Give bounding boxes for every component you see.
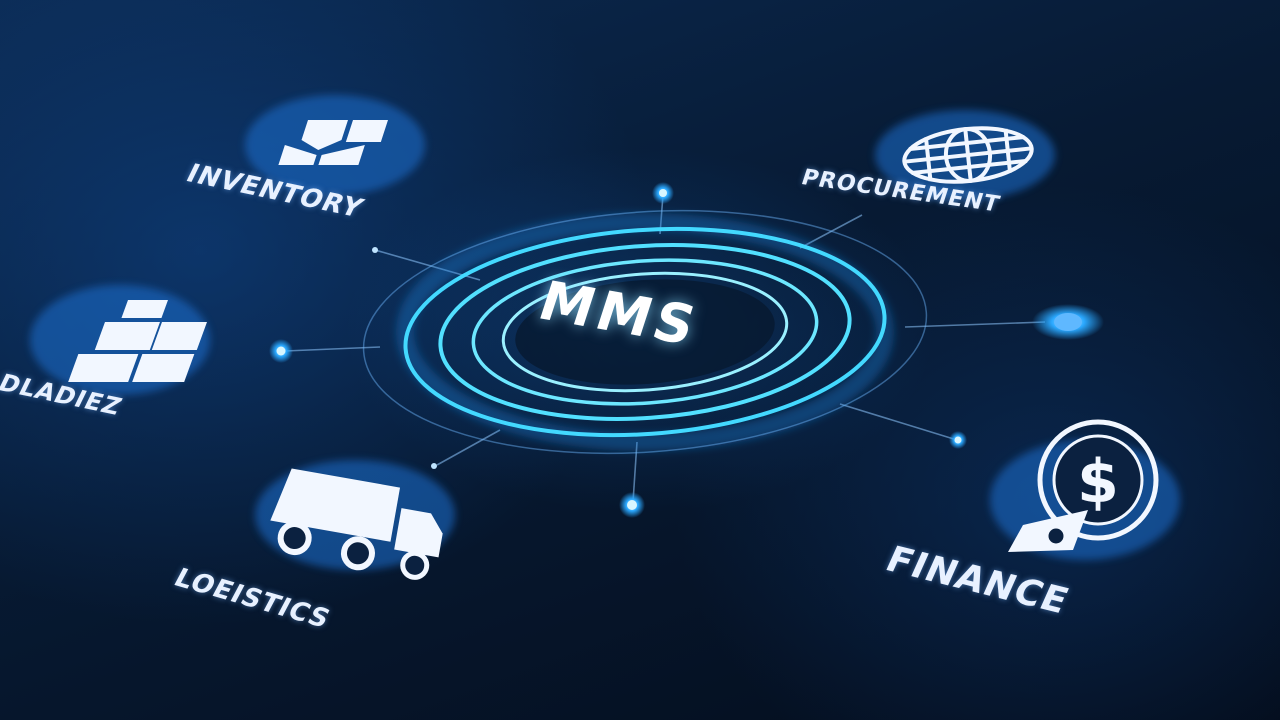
connector-finance	[839, 403, 958, 441]
svg-text:$: $	[1077, 447, 1119, 517]
dollar-bag-icon: $	[1008, 419, 1159, 552]
node-left-core	[276, 346, 286, 356]
connector-bottom	[632, 441, 638, 503]
node-top-core	[659, 189, 667, 197]
connector-nodes	[269, 182, 1104, 518]
ring-1	[501, 271, 789, 393]
connector-left	[284, 346, 381, 352]
node-finance-core	[954, 436, 962, 444]
ring-2	[471, 258, 819, 406]
connector-right	[904, 321, 1046, 328]
node-right-core	[1054, 313, 1082, 331]
truck-icon	[270, 468, 443, 580]
connector-lines	[284, 194, 1046, 503]
hub-glow	[396, 213, 894, 451]
crates-icon	[68, 300, 207, 382]
node-bottom-core	[627, 500, 637, 510]
node-inventory	[372, 247, 378, 253]
boxes-icon	[278, 120, 388, 165]
globe-icon	[902, 126, 1034, 184]
outer-ring	[362, 209, 928, 455]
hub-rings	[362, 209, 928, 455]
connector-logistics	[436, 429, 501, 466]
ring-3	[438, 243, 852, 421]
hub-core	[515, 279, 775, 385]
ring-4	[403, 226, 887, 438]
node-logistics	[431, 463, 437, 469]
